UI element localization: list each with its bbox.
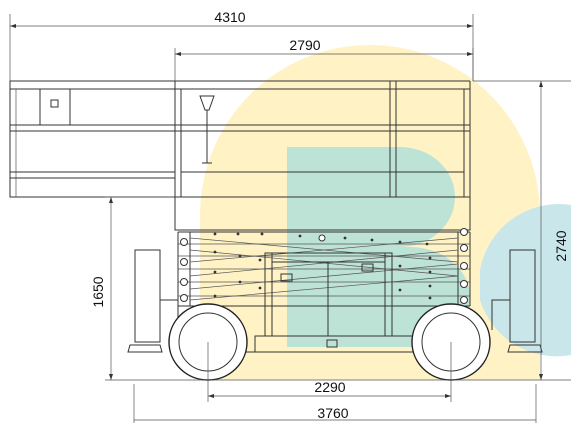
dim-label-1650: 1650 [90, 276, 106, 307]
dim-label-2290: 2290 [314, 379, 345, 395]
dim-label-2790: 2790 [289, 37, 320, 53]
dimension-platform-height [105, 196, 175, 380]
platform-guardrail [174, 80, 471, 231]
dim-label-2740: 2740 [553, 230, 569, 261]
platform-extension [9, 80, 176, 198]
scissor-stack [177, 228, 471, 307]
watermark-teal-b-stem [287, 147, 335, 347]
control-box-icon [50, 99, 59, 108]
dim-label-3760: 3760 [317, 405, 348, 421]
dimension-overall-length [133, 384, 537, 423]
watermark-blue-c [480, 204, 571, 357]
dim-label-4310: 4310 [214, 9, 245, 25]
dimension-overall-height [473, 80, 571, 380]
dimension-platform-length [174, 48, 474, 81]
dimension-wheelbase [207, 342, 452, 402]
